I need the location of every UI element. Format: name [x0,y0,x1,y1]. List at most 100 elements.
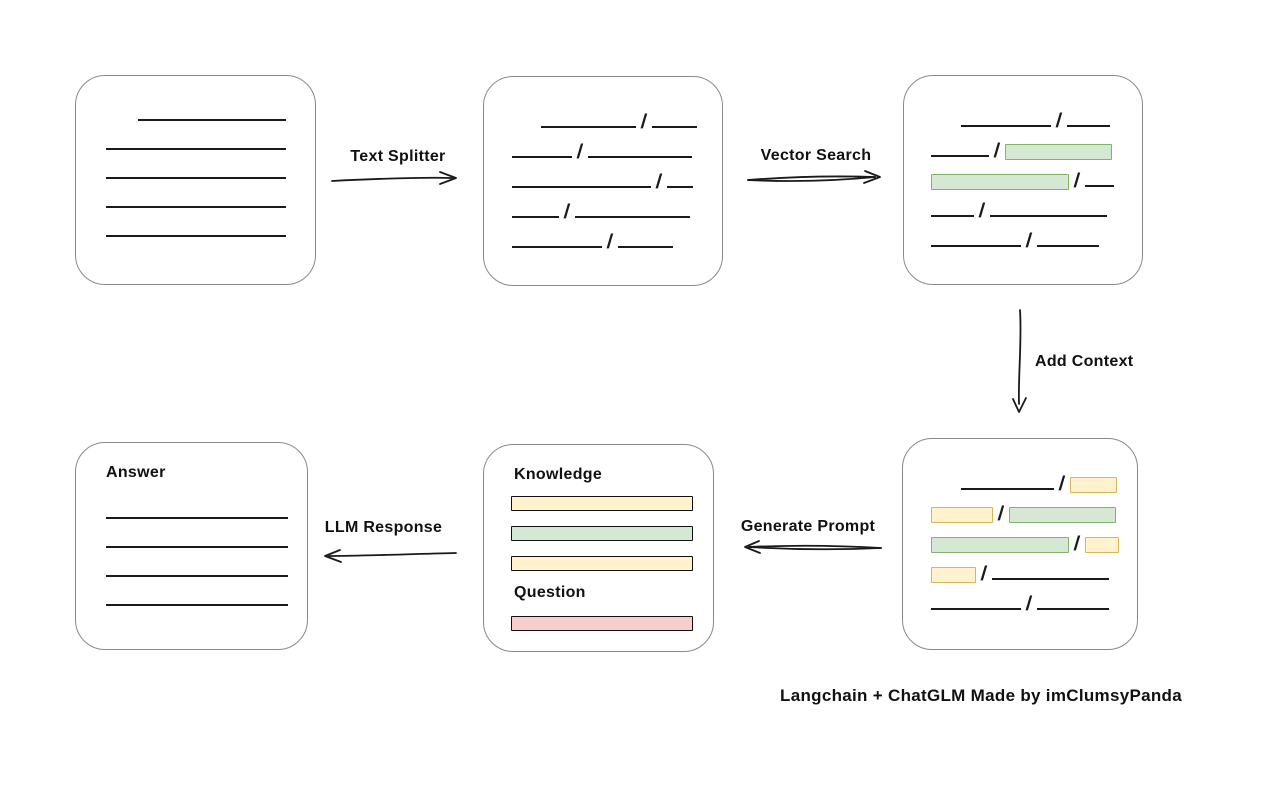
text-row [76,551,307,580]
text-line [651,126,697,128]
text-line [106,517,288,519]
text-row: / [903,553,1137,585]
text-row [76,95,315,124]
text-line [106,177,286,179]
text-line [961,488,1054,490]
yellow-highlight-bar [511,496,693,511]
vector-search-arrow-label: Vector Search [760,147,872,164]
text-line [931,155,989,157]
slash-separator: / [575,141,584,163]
text-row: / [903,523,1137,555]
text-line [106,235,286,237]
text-line [512,156,572,158]
text-row [76,211,315,240]
text-line [931,215,974,217]
text-line [931,245,1021,247]
generate-prompt-arrow [744,540,882,554]
text-row: / [903,493,1137,525]
red-highlight-bar [511,616,693,631]
generate-prompt-arrow-label: Generate Prompt [740,518,876,535]
green-highlight-bar [1008,507,1116,523]
slash-separator: / [1072,533,1081,555]
text-rows [76,76,315,240]
vector-result-node: / / / / / [903,75,1143,285]
llm-response-arrow [324,549,457,563]
text-line [666,186,693,188]
question-bars [511,616,713,631]
text-line [106,575,288,577]
yellow-highlight-bar [1084,537,1119,553]
slash-separator: / [996,503,1005,525]
vector-search-arrow [747,170,881,184]
slash-separator: / [992,140,1001,162]
text-row: / [484,161,722,193]
text-row [76,580,307,609]
text-splitter-arrow [331,171,457,185]
slash-separator: / [979,563,988,585]
text-row [76,182,315,211]
text-row: / [904,190,1142,222]
text-line [512,216,559,218]
text-line [512,246,602,248]
yellow-highlight-bar [511,556,693,571]
text-line [991,578,1109,580]
text-line [1036,608,1109,610]
text-row: / [904,160,1142,192]
text-line [587,156,692,158]
text-line [1084,185,1114,187]
text-row: / [484,191,722,223]
question-label: Question [514,584,586,601]
answer-label: Answer [106,464,166,481]
text-line [106,206,286,208]
yellow-highlight-bar [931,567,976,583]
text-line [106,546,288,548]
text-row [76,522,307,551]
text-row [76,493,307,522]
slash-separator: / [654,171,663,193]
green-highlight-bar [511,526,693,541]
yellow-highlight-bar [931,507,993,523]
text-line [1066,125,1110,127]
diagram-caption: Langchain + ChatGLM Made by imClumsyPand… [780,686,1182,705]
text-row [76,153,315,182]
text-rows: / / / / / [903,439,1137,615]
text-line [1036,245,1099,247]
text-line [931,608,1021,610]
slash-separator: / [639,111,648,133]
knowledge-label: Knowledge [514,466,603,483]
answer-node: Answer [75,442,308,650]
text-rows: / / / / / [904,76,1142,252]
green-highlight-bar [931,174,1069,190]
slash-separator: / [1057,473,1066,495]
text-line [138,119,286,121]
slash-separator: / [605,231,614,253]
text-line [106,148,286,150]
green-highlight-bar [1004,144,1112,160]
slash-separator: / [1024,230,1033,252]
text-splitter-arrow-label: Text Splitter [350,148,446,165]
text-row: / [904,100,1142,132]
llm-response-arrow-label: LLM Response [324,519,443,536]
slash-separator: / [977,200,986,222]
add-context-arrow [1012,309,1027,413]
text-line [961,125,1051,127]
text-rows: / / / / / [484,77,722,253]
text-row: / [484,221,722,253]
add-context-arrow-label: Add Context [1035,353,1134,370]
text-row: / [484,101,722,133]
text-line [574,216,690,218]
text-line [989,215,1107,217]
yellow-highlight-bar [1069,477,1117,493]
text-line [541,126,636,128]
slash-separator: / [1054,110,1063,132]
slash-separator: / [1024,593,1033,615]
source-document-node [75,75,316,285]
green-highlight-bar [931,537,1069,553]
text-rows [76,493,307,609]
slash-separator: / [562,201,571,223]
slash-separator: / [1072,170,1081,192]
text-row: / [484,131,722,163]
text-row: / [903,463,1137,495]
text-row: / [904,130,1142,162]
